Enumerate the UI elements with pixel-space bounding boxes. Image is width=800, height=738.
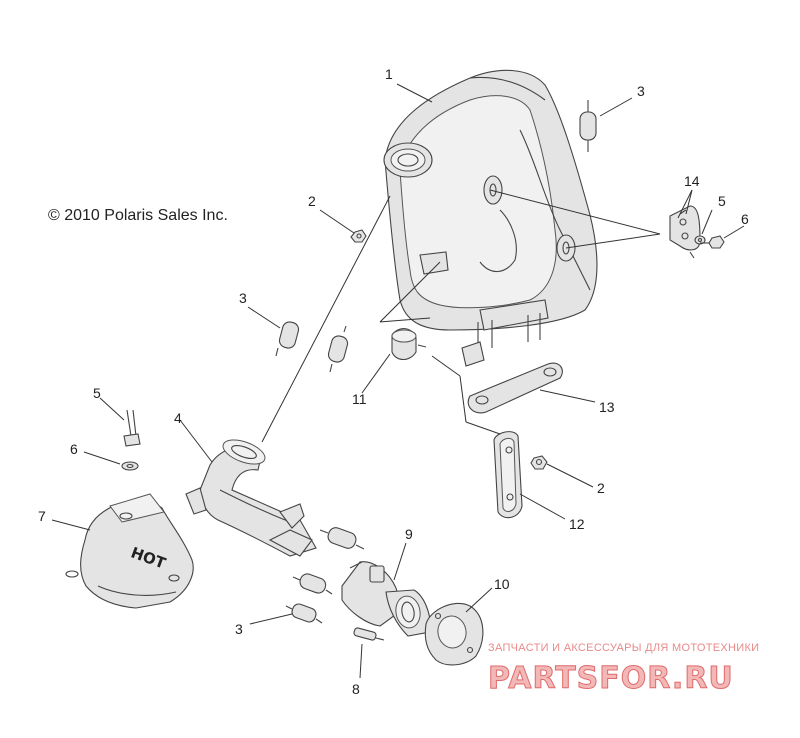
callout-13: 13 [599,399,615,415]
callout-5-right: 5 [718,193,726,209]
bolt-left-part [123,409,141,447]
callout-5-left: 5 [93,385,101,401]
callout-3-bottom: 3 [235,621,243,637]
heat-shield-part: HOT [65,493,194,609]
callout-3-left: 3 [239,290,247,306]
exhaust-flange-part [341,561,431,637]
callout-1: 1 [385,66,393,82]
callout-4: 4 [174,410,182,426]
washer-right-part [694,235,706,245]
callout-10: 10 [494,576,510,592]
callouts: 1 3 2 14 5 6 3 11 13 5 4 6 2 7 12 9 10 3… [38,66,749,697]
watermark: ЗАПЧАСТИ И АКСЕССУАРЫ ДЛЯ МОТОТЕХНИКИ PA… [488,642,760,697]
vertical-gasket-part [493,431,523,519]
callout-2-top: 2 [308,193,316,209]
flange-gasket-part [424,602,484,666]
isolator-bottom-part [285,603,323,624]
isolator-top-part [579,100,597,152]
bracket-part [669,205,701,259]
exhaust-pipe-part [185,439,317,557]
callout-11: 11 [352,391,367,407]
nut-right-part [530,455,548,470]
callout-2-right: 2 [597,480,605,496]
isolator-lower-part [319,527,365,550]
isolator-lower2-part [292,573,333,595]
leader-lines [51,83,745,679]
callout-6-left: 6 [70,441,78,457]
isolator-left-part [275,321,300,357]
bolt-right-part [700,235,725,249]
washer-left-part [121,461,139,471]
grommet-part [391,328,427,361]
callout-8: 8 [352,681,360,697]
isolator-mid-part [327,325,349,373]
callout-6-right: 6 [741,211,749,227]
nut-top-part [350,229,367,243]
stud-part [353,627,385,641]
watermark-brand: PARTSFOR.RU [488,661,734,696]
callout-9: 9 [405,526,413,542]
muffler-part [383,69,598,367]
callout-12: 12 [569,516,585,532]
callout-3-top: 3 [637,83,645,99]
callout-14: 14 [684,173,700,189]
watermark-tagline: ЗАПЧАСТИ И АКСЕССУАРЫ ДЛЯ МОТОТЕХНИКИ [488,642,759,654]
mounting-plate-part [467,362,563,414]
callout-7: 7 [38,508,46,524]
copyright-text: © 2010 Polaris Sales Inc. [48,207,228,224]
